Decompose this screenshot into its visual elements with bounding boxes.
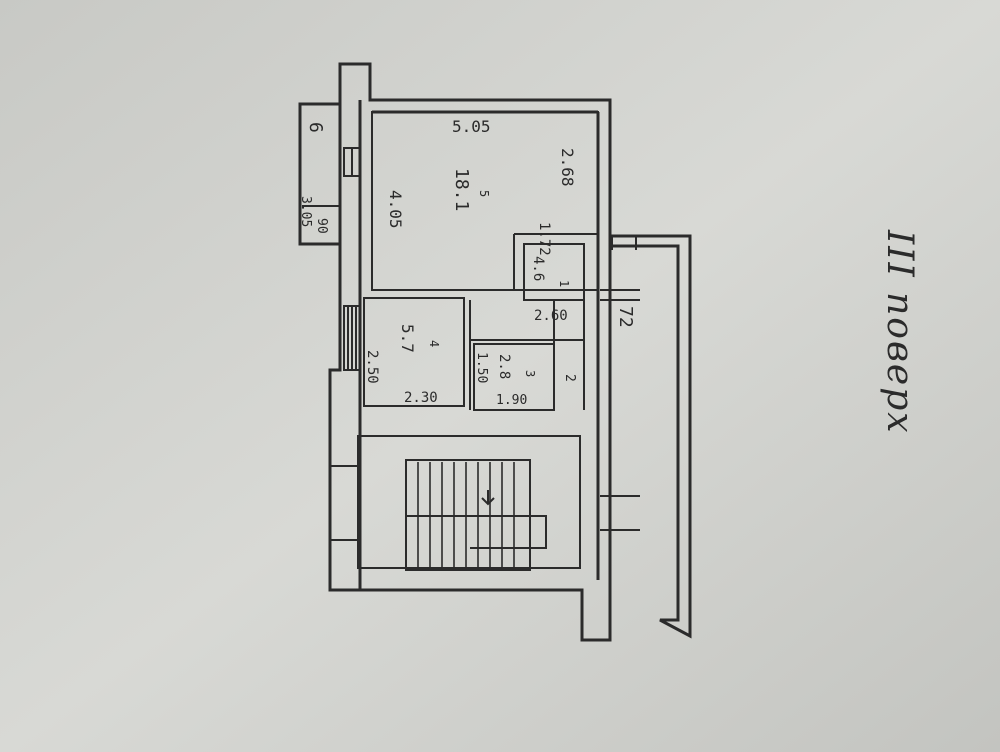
room-5-number: 5 [477, 190, 491, 197]
dim-2-30: 2.30 [404, 390, 438, 406]
dim-2-60: 2.60 [534, 308, 568, 324]
room-4-area: 5.7 [398, 324, 417, 353]
dim-4-05: 4.05 [386, 190, 405, 229]
dim-90: 90 [314, 218, 329, 234]
room-1-area: 4.6 [530, 256, 546, 281]
dim-2-68: 2.68 [558, 148, 577, 187]
dim-1-90: 1.90 [496, 393, 527, 408]
stair-steps [417, 462, 515, 568]
room-6-number: 6 [305, 122, 326, 133]
dim-2: 2 [562, 374, 577, 382]
corridor-lines [469, 300, 585, 410]
dim-3-05: 3.05 [298, 196, 313, 227]
room-5-outline [371, 111, 599, 291]
room-3-area: 2.8 [496, 354, 512, 379]
room-4-outline [363, 297, 465, 407]
room-1-number: 1 [557, 280, 571, 287]
floor-title: III поверх [879, 230, 920, 435]
window-marks [302, 147, 640, 541]
dim-72: 72 [615, 306, 636, 328]
dim-1-50: 1.50 [474, 352, 489, 383]
dim-1-72: 1.72 [536, 222, 552, 256]
room-3-number: 3 [523, 370, 537, 377]
stair-hall [357, 435, 581, 571]
stair-arrow [481, 490, 495, 506]
dim-2-50: 2.50 [364, 350, 380, 384]
dim-5-05: 5.05 [452, 117, 491, 136]
room-5-area: 18.1 [451, 168, 472, 211]
room-4-number: 4 [427, 340, 441, 347]
